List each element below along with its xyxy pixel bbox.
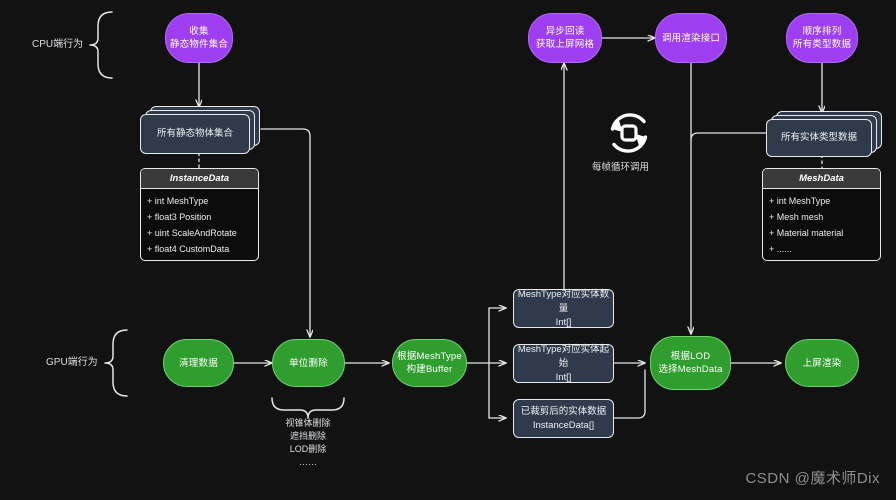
data-culled-instances[interactable]: 已裁剪后的实体数据 InstanceData[] <box>513 399 614 438</box>
data-start-per-meshtype[interactable]: MeshType对应实体起始 Int[] <box>513 344 614 383</box>
uml-instance-data-title: InstanceData <box>141 169 258 189</box>
node-select-meshdata-line1: 根据LOD <box>670 351 711 362</box>
uml-field: + float4 CustomData <box>147 244 230 254</box>
watermark: CSDN @魔术师Dix <box>745 470 880 487</box>
data-count-per-meshtype-line1: MeshType对应实体数量 <box>517 288 610 314</box>
node-sort-all-types[interactable]: 顺序排列 所有类型数据 <box>786 13 858 63</box>
node-async-readback[interactable]: 异步回读 获取上屏网格 <box>528 13 602 63</box>
loop-refresh-icon <box>603 108 655 158</box>
node-unit-cull[interactable]: 单位删除 <box>272 339 345 387</box>
node-call-render-api-label: 调用渲染接口 <box>661 32 721 44</box>
loop-caption: 每帧循环调用 <box>592 162 650 173</box>
uml-mesh-data[interactable]: MeshData + int MeshType + Mesh mesh + Ma… <box>762 168 881 261</box>
node-present-render[interactable]: 上屏渲染 <box>785 339 859 387</box>
uml-field: + int MeshType <box>147 196 209 206</box>
uml-instance-data[interactable]: InstanceData + int MeshType + float3 Pos… <box>140 168 259 261</box>
node-async-readback-line2: 获取上屏网格 <box>535 39 595 50</box>
uml-field: + int MeshType <box>769 196 831 206</box>
node-sort-all-types-line2: 所有类型数据 <box>792 39 852 50</box>
cull-detail-line: 视锥体删除 <box>285 418 331 428</box>
uml-instance-data-fields: + int MeshType + float3 Position + uint … <box>141 189 258 260</box>
data-culled-instances-line1: 已裁剪后的实体数据 <box>520 405 607 417</box>
node-call-render-api[interactable]: 调用渲染接口 <box>655 13 727 63</box>
data-start-per-meshtype-line1: MeshType对应实体起始 <box>517 343 610 369</box>
data-count-per-meshtype-line2: Int[] <box>555 316 572 328</box>
node-async-readback-line1: 异步回读 <box>545 26 585 37</box>
data-all-static-objects-label: 所有静态物体集合 <box>156 128 233 139</box>
uml-field: + Mesh mesh <box>769 212 824 222</box>
node-collect-line1: 收集 <box>189 26 209 37</box>
cull-detail-line: …… <box>299 457 317 467</box>
uml-field: + float3 Position <box>147 212 212 222</box>
node-collect-line2: 静态物件集合 <box>169 39 229 50</box>
data-all-entity-types-label: 所有实体类型数据 <box>780 132 857 143</box>
uml-field: + uint ScaleAndRotate <box>147 228 237 238</box>
lane-label-gpu: GPU端行为 <box>46 357 98 368</box>
uml-field: + Material material <box>769 228 844 238</box>
node-collect-static-objects[interactable]: 收集 静态物件集合 <box>165 13 233 63</box>
lane-label-cpu: CPU端行为 <box>32 39 84 50</box>
data-all-static-objects[interactable]: 所有静态物体集合 <box>140 114 250 154</box>
node-present-render-label: 上屏渲染 <box>802 357 842 369</box>
cull-detail-line: LOD删除 <box>289 444 327 454</box>
data-start-per-meshtype-line2: Int[] <box>555 371 572 383</box>
node-build-buffer[interactable]: 根据MeshType 构建Buffer <box>392 339 467 387</box>
uml-mesh-data-title: MeshData <box>763 169 880 189</box>
node-select-meshdata-line2: 选择MeshData <box>658 364 723 375</box>
node-select-meshdata[interactable]: 根据LOD 选择MeshData <box>650 336 731 390</box>
uml-field: + ...... <box>769 244 792 254</box>
node-build-buffer-line2: 构建Buffer <box>406 364 453 375</box>
node-clear-data[interactable]: 清理数据 <box>163 339 234 387</box>
node-sort-all-types-line1: 顺序排列 <box>802 26 842 37</box>
data-all-entity-types[interactable]: 所有实体类型数据 <box>766 119 872 157</box>
node-unit-cull-label: 单位删除 <box>289 357 328 369</box>
cull-detail-line: 遮挡删除 <box>289 431 326 441</box>
uml-mesh-data-fields: + int MeshType + Mesh mesh + Material ma… <box>763 189 880 260</box>
node-build-buffer-line1: 根据MeshType <box>397 351 462 362</box>
data-culled-instances-line2: InstanceData[] <box>532 419 595 431</box>
cull-detail-annotation: 视锥体删除 遮挡删除 LOD删除 …… <box>258 417 358 469</box>
node-clear-data-label: 清理数据 <box>179 357 218 369</box>
data-count-per-meshtype[interactable]: MeshType对应实体数量 Int[] <box>513 289 614 328</box>
